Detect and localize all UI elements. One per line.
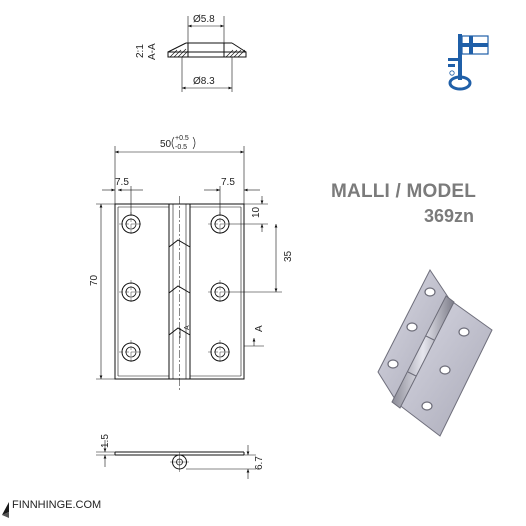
- hole-pitch-dimension: 35: [283, 250, 294, 262]
- knuckle-diameter-dimension: 6.7: [254, 456, 265, 470]
- thickness-dimension: 1.5: [100, 434, 111, 448]
- section-bottom-diameter: Ø8.3: [193, 76, 215, 87]
- hinge-side-view: [96, 440, 256, 479]
- brand-arrow-icon: [2, 502, 9, 518]
- width-tolerance-minus: -0.5: [175, 144, 187, 151]
- hole: [208, 212, 232, 236]
- hole-offset-left: 7.5: [115, 177, 129, 188]
- section-mark-right: A: [254, 325, 265, 332]
- hole: [208, 340, 232, 364]
- hinge-front-view: [114, 196, 245, 390]
- dimension-lines: [96, 146, 282, 380]
- top-edge-dimension: 10: [251, 206, 262, 218]
- width-dimension: 50: [160, 139, 172, 150]
- hole: [119, 280, 143, 304]
- section-top-diameter: Ø5.8: [193, 14, 215, 25]
- section-view: [167, 16, 247, 92]
- width-tolerance-plus: +0.5: [175, 135, 189, 142]
- section-label: A-A: [147, 43, 158, 60]
- section-scale: 2:1: [135, 44, 146, 58]
- mounting-holes: [119, 212, 232, 364]
- tolerance-brackets: [171, 136, 196, 150]
- model-title: MALLI / MODEL: [331, 181, 477, 202]
- section-mark-knuckle: A: [184, 325, 191, 330]
- hole: [119, 212, 143, 236]
- hole-offset-right: 7.5: [221, 177, 235, 188]
- finnish-key-flag-icon: [448, 34, 489, 91]
- height-dimension: 70: [89, 274, 100, 286]
- brand-link[interactable]: FINNHINGE.COM: [12, 499, 102, 511]
- hole: [119, 340, 143, 364]
- hinge-3d-render: [377, 269, 493, 437]
- hole: [208, 280, 232, 304]
- model-code: 369zn: [424, 206, 475, 226]
